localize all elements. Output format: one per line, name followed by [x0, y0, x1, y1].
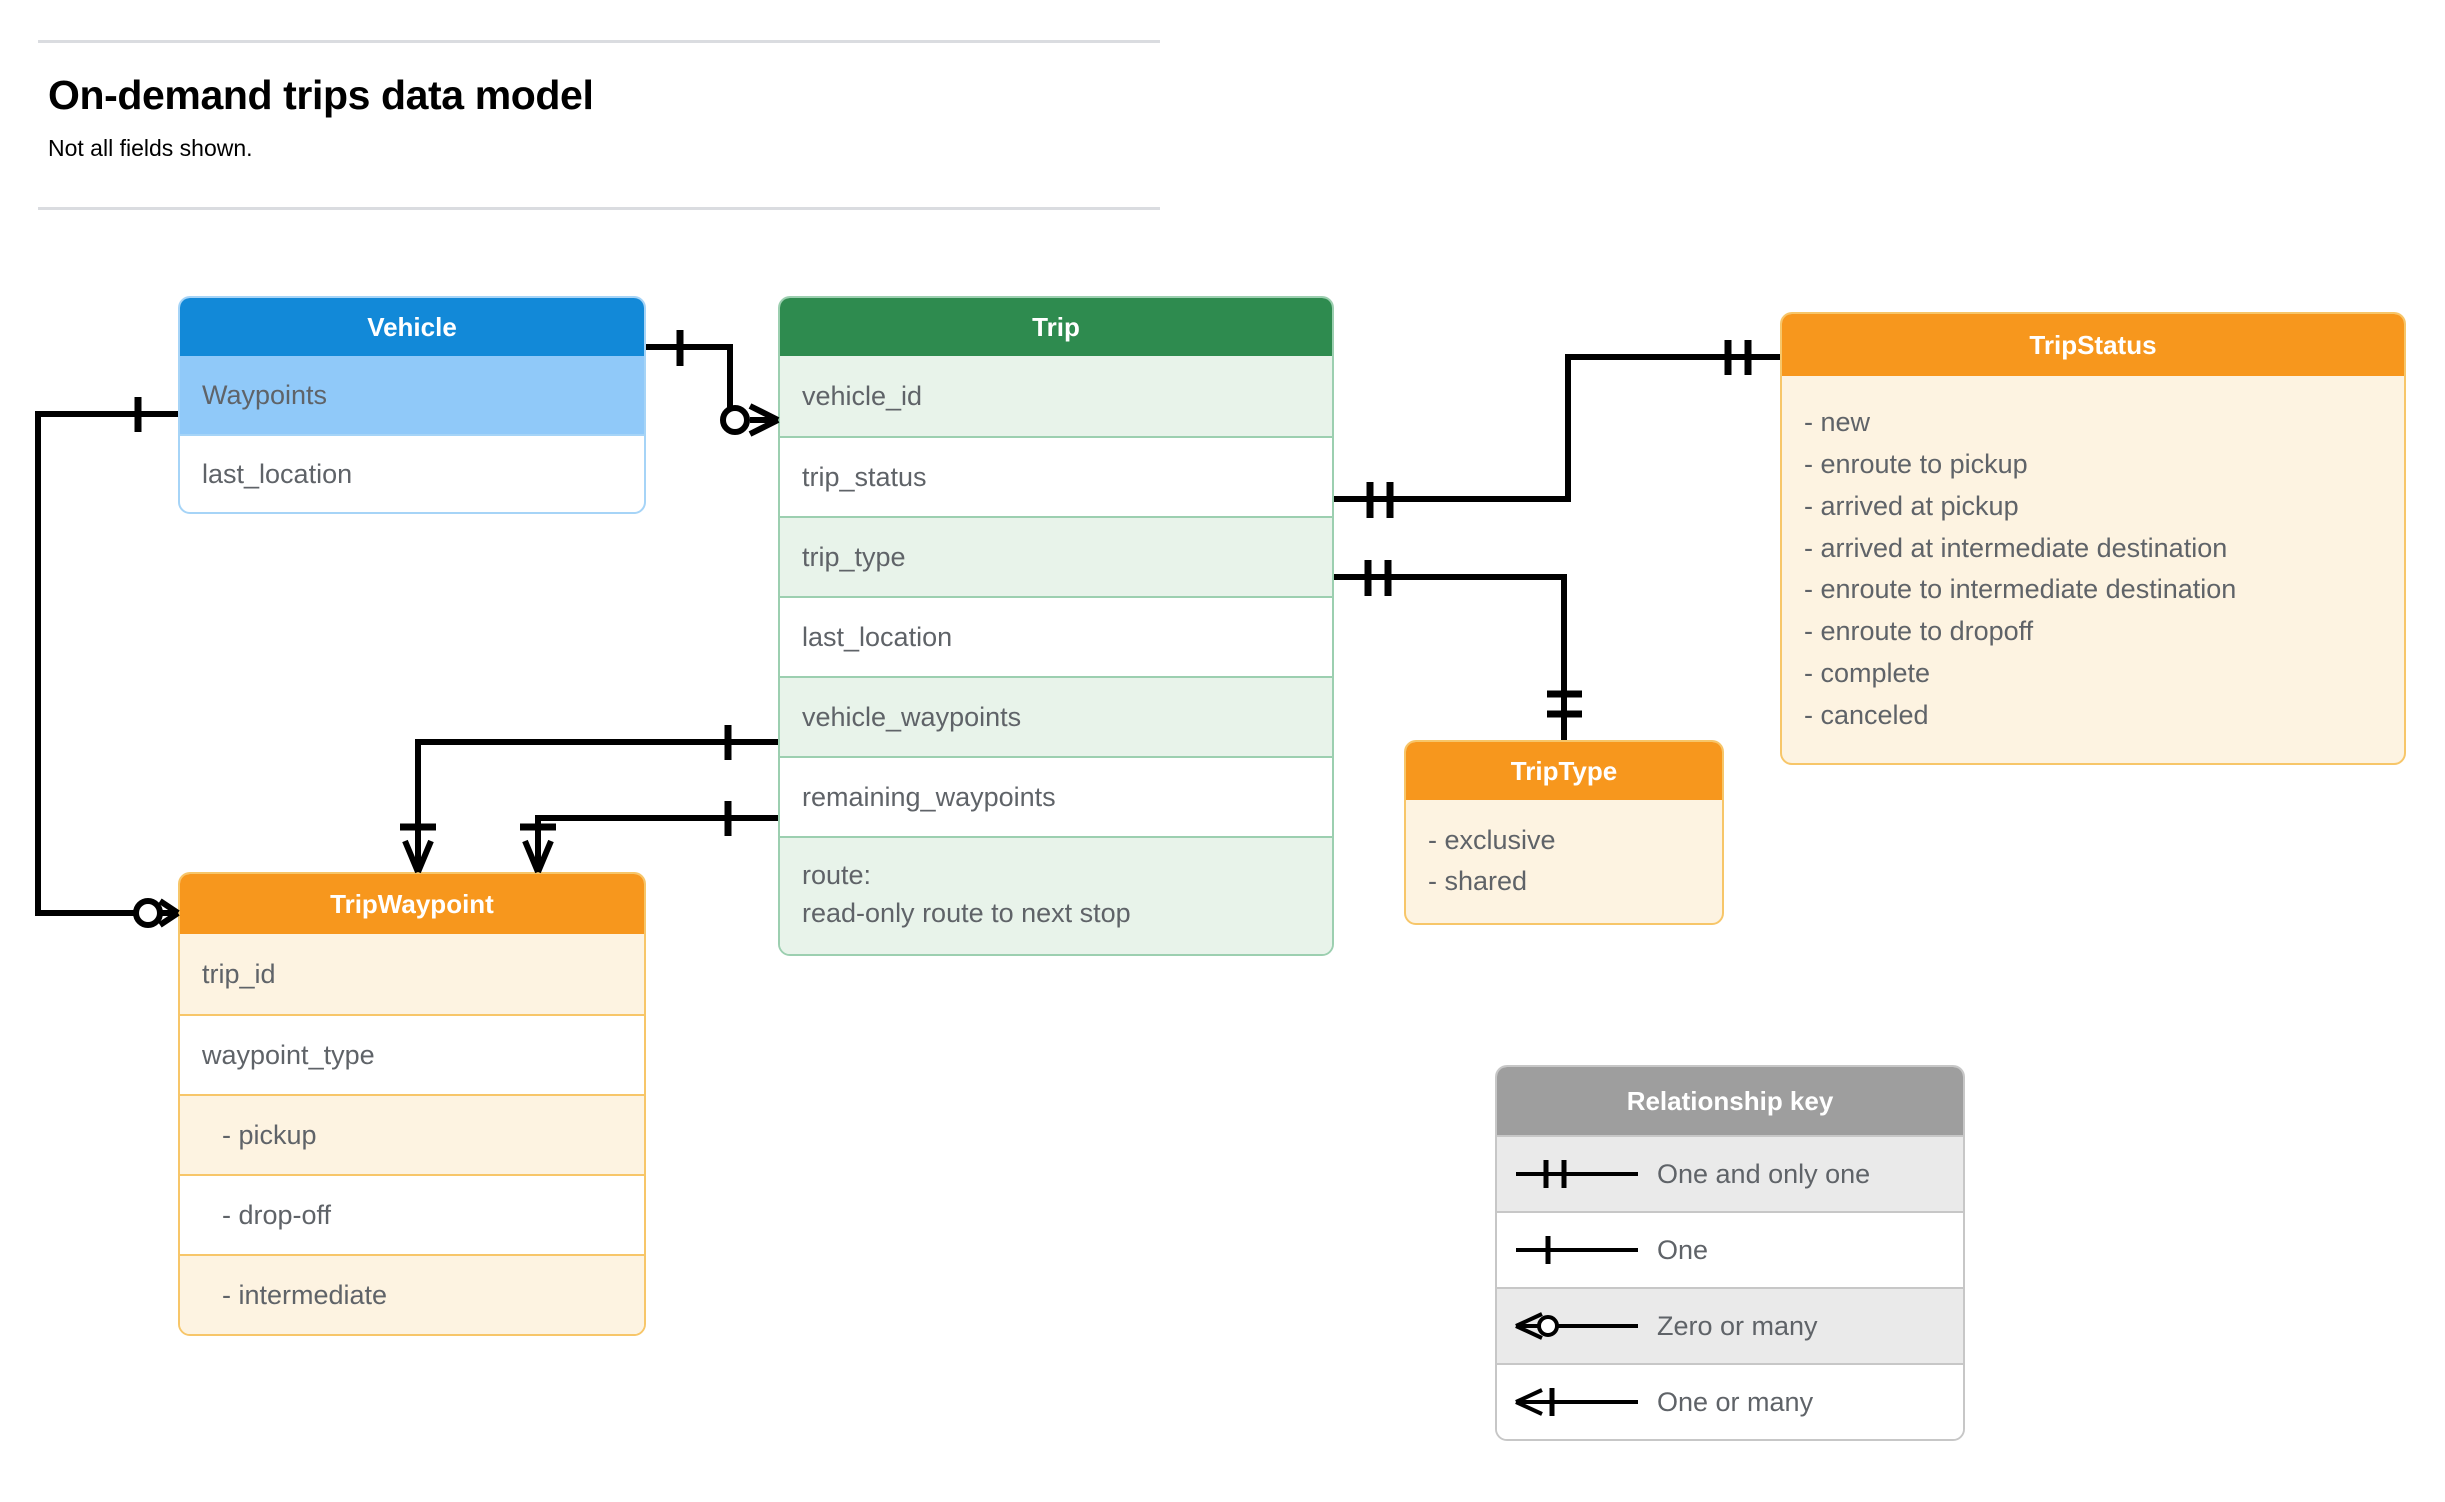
entity-triptype-values: - exclusive - shared: [1406, 800, 1722, 923]
field-tripwaypoint-value-pickup[interactable]: - pickup: [180, 1094, 644, 1174]
field-trip-remaining-waypoints[interactable]: remaining_waypoints: [780, 756, 1332, 836]
field-vehicle-waypoints[interactable]: Waypoints: [180, 356, 644, 434]
entity-tripwaypoint[interactable]: TripWaypoint trip_id waypoint_type - pic…: [178, 872, 646, 1336]
field-trip-trip-status[interactable]: trip_status: [780, 436, 1332, 516]
entity-trip[interactable]: Trip vehicle_id trip_status trip_type la…: [778, 296, 1334, 956]
field-tripwaypoint-trip-id[interactable]: trip_id: [180, 934, 644, 1014]
legend-row-zero-or-many: Zero or many: [1497, 1287, 1963, 1363]
legend-label: One or many: [1657, 1386, 1814, 1417]
one-icon: [1497, 1230, 1657, 1270]
tripstatus-value: - canceled: [1804, 699, 1929, 730]
legend-row-one: One: [1497, 1211, 1963, 1287]
legend-title: Relationship key: [1497, 1067, 1963, 1135]
legend-row-one-or-many: One or many: [1497, 1363, 1963, 1439]
relationship-trip-vehicle-waypoints-to-tripwaypoint: [400, 725, 778, 874]
entity-tripwaypoint-title: TripWaypoint: [180, 874, 644, 934]
entity-tripstatus-title: TripStatus: [1782, 314, 2404, 376]
relationship-trip-type-to-triptype: [1334, 560, 1582, 740]
tripstatus-value: - arrived at intermediate destination: [1804, 532, 2228, 563]
tripstatus-value: - complete: [1804, 658, 1931, 689]
one-and-only-one-icon: [1497, 1154, 1657, 1194]
entity-vehicle-fields: Waypoints last_location: [180, 356, 644, 512]
legend-row-one-and-only-one: One and only one: [1497, 1135, 1963, 1211]
tripstatus-value: - arrived at pickup: [1804, 490, 2019, 521]
field-trip-last-location[interactable]: last_location: [780, 596, 1332, 676]
relationship-trip-status-to-tripstatus: [1334, 340, 1780, 518]
tripstatus-value: - enroute to intermediate destination: [1804, 574, 2237, 605]
field-tripwaypoint-waypoint-type[interactable]: waypoint_type: [180, 1014, 644, 1094]
entity-tripstatus[interactable]: TripStatus - new - enroute to pickup - a…: [1780, 312, 2406, 765]
header-divider-top: [38, 40, 1160, 43]
field-trip-route-line2: read-only route to next stop: [802, 898, 1131, 929]
legend-label: Zero or many: [1657, 1310, 1818, 1341]
field-trip-vehicle-waypoints[interactable]: vehicle_waypoints: [780, 676, 1332, 756]
entity-tripwaypoint-fields: trip_id waypoint_type - pickup - drop-of…: [180, 934, 644, 1334]
tripstatus-value: - new: [1804, 407, 1871, 437]
relationship-vehicle-to-trip: [646, 330, 780, 437]
header-divider-bottom: [38, 207, 1160, 210]
page-title: On-demand trips data model: [48, 72, 594, 118]
entity-tripstatus-values: - new - enroute to pickup - arrived at p…: [1782, 376, 2404, 763]
page-subtitle: Not all fields shown.: [48, 135, 253, 161]
field-trip-route[interactable]: route: read-only route to next stop: [780, 836, 1332, 954]
entity-triptype[interactable]: TripType - exclusive - shared: [1404, 740, 1724, 925]
entity-vehicle[interactable]: Vehicle Waypoints last_location: [178, 296, 646, 514]
field-tripwaypoint-value-dropoff[interactable]: - drop-off: [180, 1174, 644, 1254]
entity-vehicle-title: Vehicle: [180, 298, 644, 356]
legend-label: One and only one: [1657, 1158, 1871, 1189]
triptype-value: - shared: [1428, 865, 1528, 896]
relationship-key-legend: Relationship key One and only one One: [1495, 1065, 1965, 1441]
legend-label: One: [1657, 1234, 1709, 1265]
field-vehicle-last-location[interactable]: last_location: [180, 434, 644, 512]
zero-or-many-icon: [1497, 1306, 1657, 1346]
field-trip-trip-type[interactable]: trip_type: [780, 516, 1332, 596]
field-trip-vehicle-id[interactable]: vehicle_id: [780, 356, 1332, 436]
entity-trip-fields: vehicle_id trip_status trip_type last_lo…: [780, 356, 1332, 954]
relationship-vehicle-waypoints-to-tripwaypoint: [35, 397, 180, 928]
tripstatus-value: - enroute to pickup: [1804, 448, 2028, 479]
one-or-many-icon: [1497, 1382, 1657, 1422]
entity-triptype-title: TripType: [1406, 742, 1722, 800]
entity-trip-title: Trip: [780, 298, 1332, 356]
relationship-trip-remaining-waypoints-to-tripwaypoint: [520, 801, 778, 874]
field-tripwaypoint-value-intermediate[interactable]: - intermediate: [180, 1254, 644, 1334]
tripstatus-value: - enroute to dropoff: [1804, 616, 2034, 647]
field-trip-route-line1: route:: [802, 860, 872, 890]
triptype-value: - exclusive: [1428, 825, 1556, 855]
